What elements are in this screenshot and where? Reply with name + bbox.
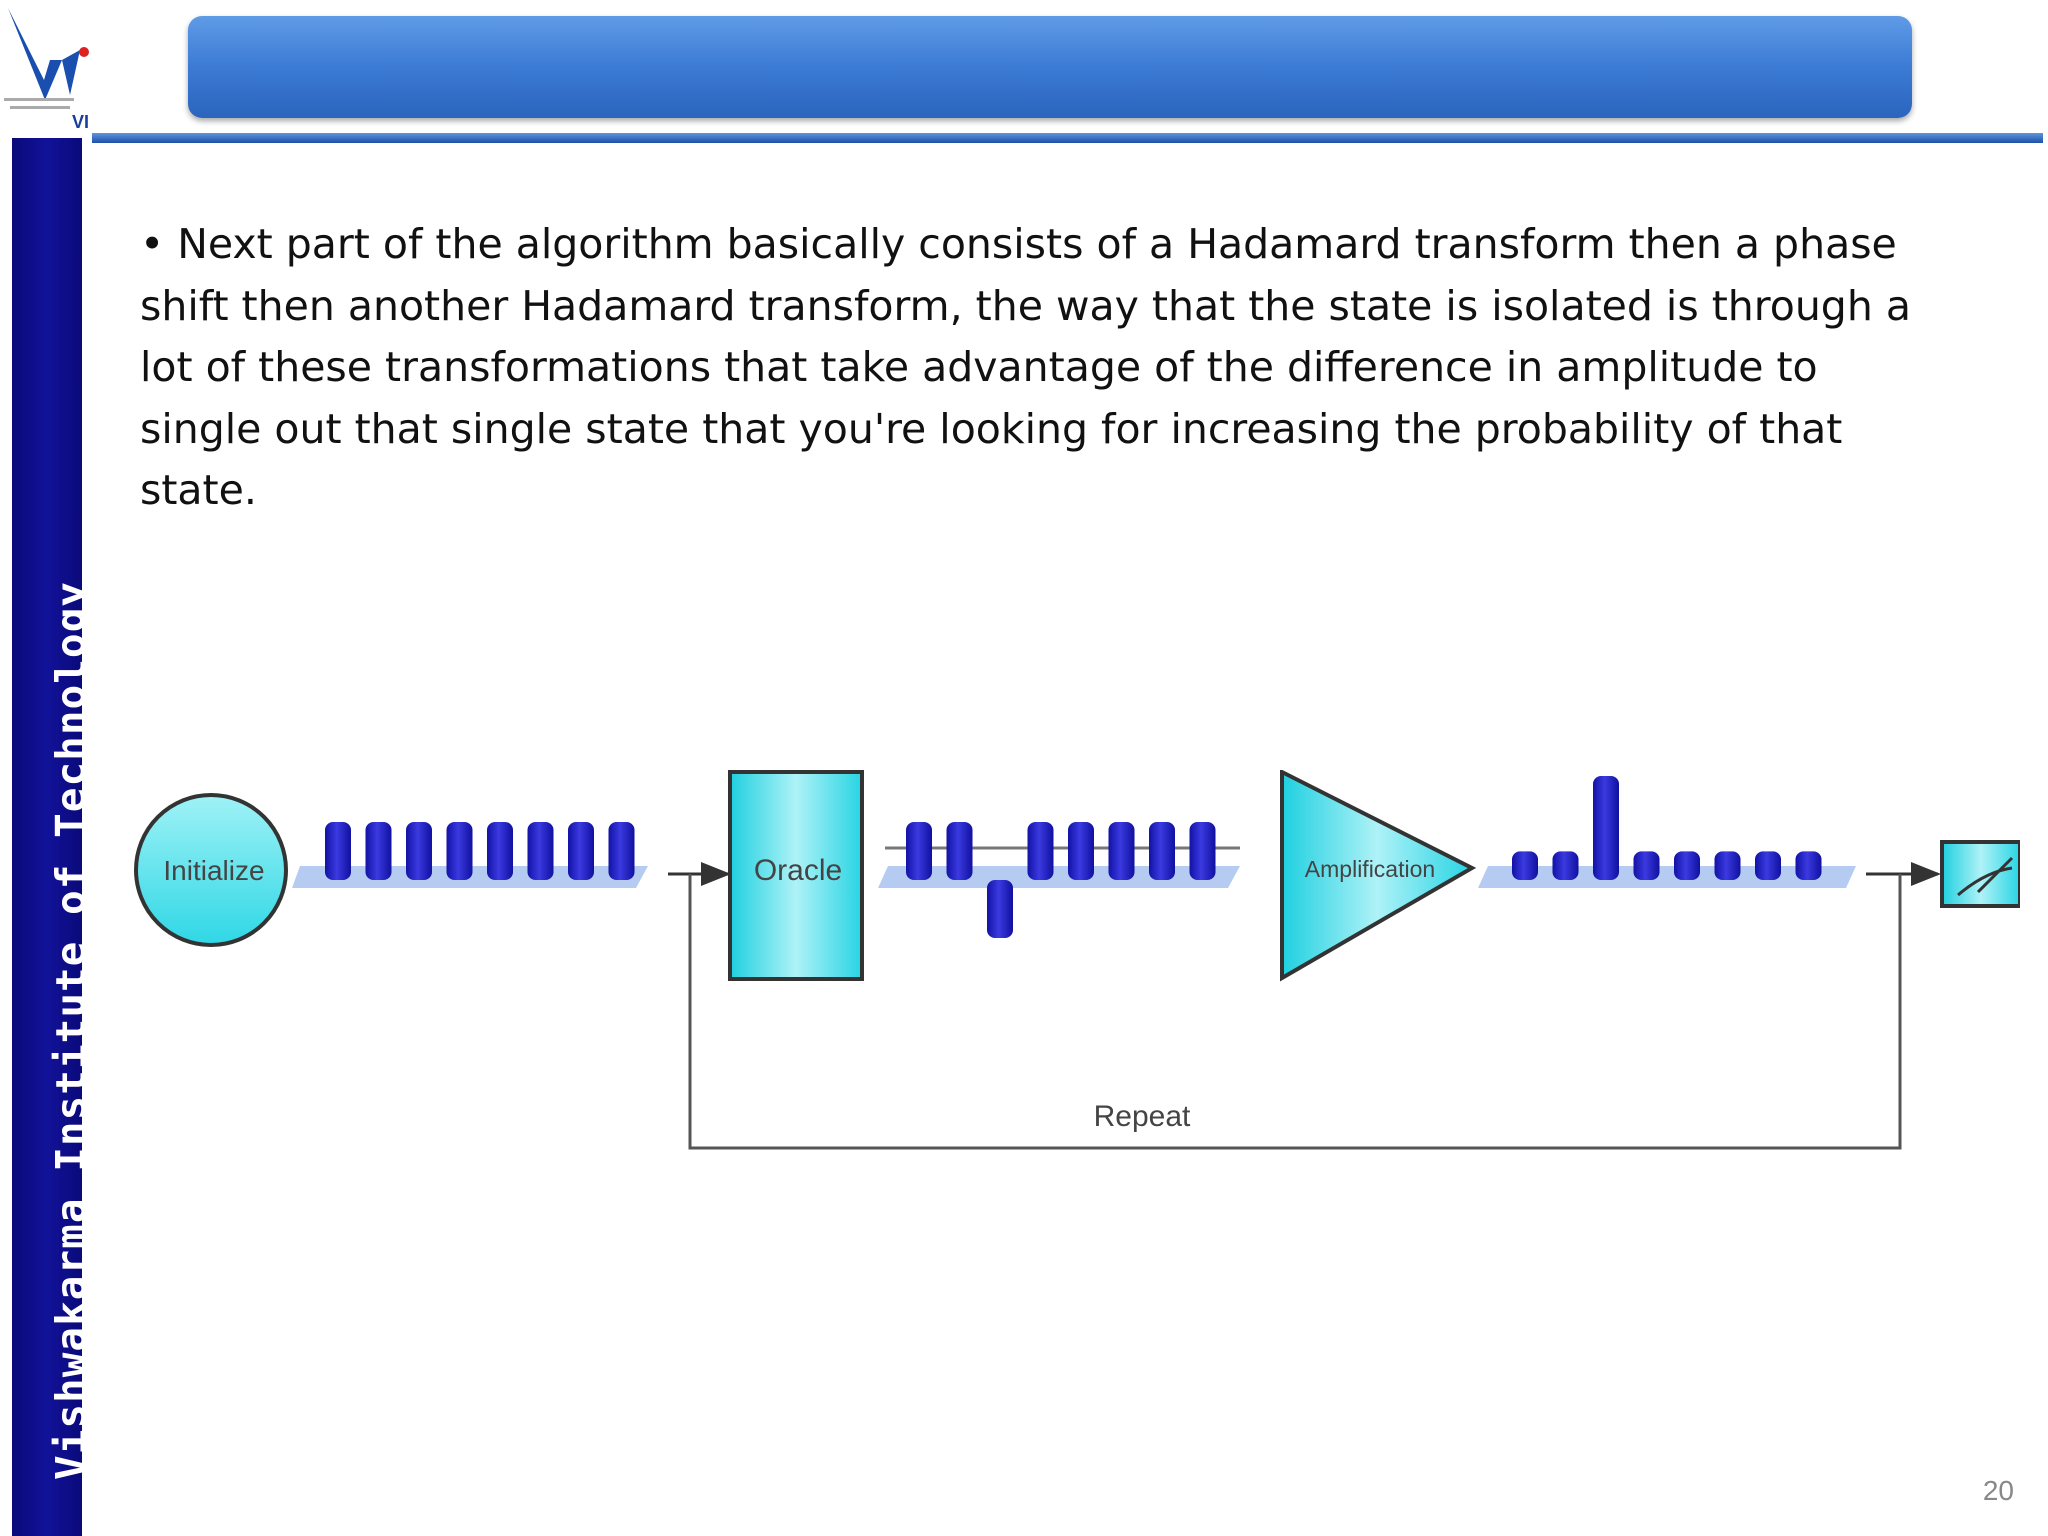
amplified-amplitude-bar-3 [1593, 776, 1619, 880]
title-bar [188, 16, 1912, 118]
meter-icon [1940, 840, 2020, 908]
amplified-amplitude-bar-7 [1755, 851, 1781, 880]
grover-diagram: Initialize Oracle Amplification Repeat [134, 770, 2020, 1150]
oracle-amplitude-bar-5 [1068, 822, 1094, 880]
initial-amplitude-bar-8 [608, 822, 635, 880]
oracle-amplitude-bar-3 [987, 880, 1013, 938]
amplitude-base-oracle [878, 866, 1240, 888]
header-rule [92, 133, 2043, 143]
initial-amplitude-bar-5 [487, 822, 513, 880]
amplification-node: Amplification [1280, 770, 1477, 982]
oracle-node: Oracle [728, 770, 864, 981]
side-banner-text: Vishwakarma Institute of Technology [47, 581, 95, 1480]
amplified-amplitude-bar-1 [1512, 851, 1538, 880]
initial-amplitude-bar-2 [365, 822, 392, 880]
initialize-node: Initialize [134, 793, 288, 947]
oracle-amplitude-bar-4 [1027, 822, 1054, 880]
oracle-label: Oracle [754, 854, 842, 887]
oracle-amplitude-bar-1 [906, 822, 932, 880]
amplified-amplitude-bar-2 [1552, 851, 1579, 880]
page-number: 20 [1982, 1475, 2014, 1506]
initial-amplitude-bar-4 [446, 822, 473, 880]
initial-amplitude-bar-6 [527, 822, 554, 880]
slide-title [188, 16, 1912, 118]
initial-amplitude-bar-7 [568, 822, 594, 880]
after-amplification-amplitudes [1512, 776, 1822, 880]
amplified-amplitude-bar-4 [1633, 851, 1660, 880]
oracle-amplitude-bar-6 [1108, 822, 1135, 880]
amplified-amplitude-bar-5 [1674, 851, 1700, 880]
logo-v-shape [8, 8, 62, 100]
amplification-label: Amplification [1305, 856, 1435, 882]
repeat-label: Repeat [1094, 1100, 1191, 1133]
amplified-amplitude-bar-6 [1714, 851, 1741, 880]
initialize-label: Initialize [163, 855, 264, 886]
oracle-amplitude-bar-8 [1189, 822, 1216, 880]
amplified-amplitude-bar-8 [1795, 851, 1822, 880]
initial-amplitude-bar-1 [325, 822, 351, 880]
after-oracle-amplitudes [906, 822, 1216, 938]
oracle-amplitude-bar-7 [1149, 822, 1175, 880]
side-banner [12, 138, 82, 1536]
initial-amplitude-bar-3 [406, 822, 432, 880]
bullet-text: • Next part of the algorithm basically c… [140, 220, 1911, 514]
oracle-amplitude-bar-2 [946, 822, 973, 880]
logo-text: VI [72, 112, 89, 132]
repeat-loop [688, 874, 1902, 1150]
institute-logo: VI [4, 8, 89, 132]
initial-amplitudes [325, 822, 635, 880]
